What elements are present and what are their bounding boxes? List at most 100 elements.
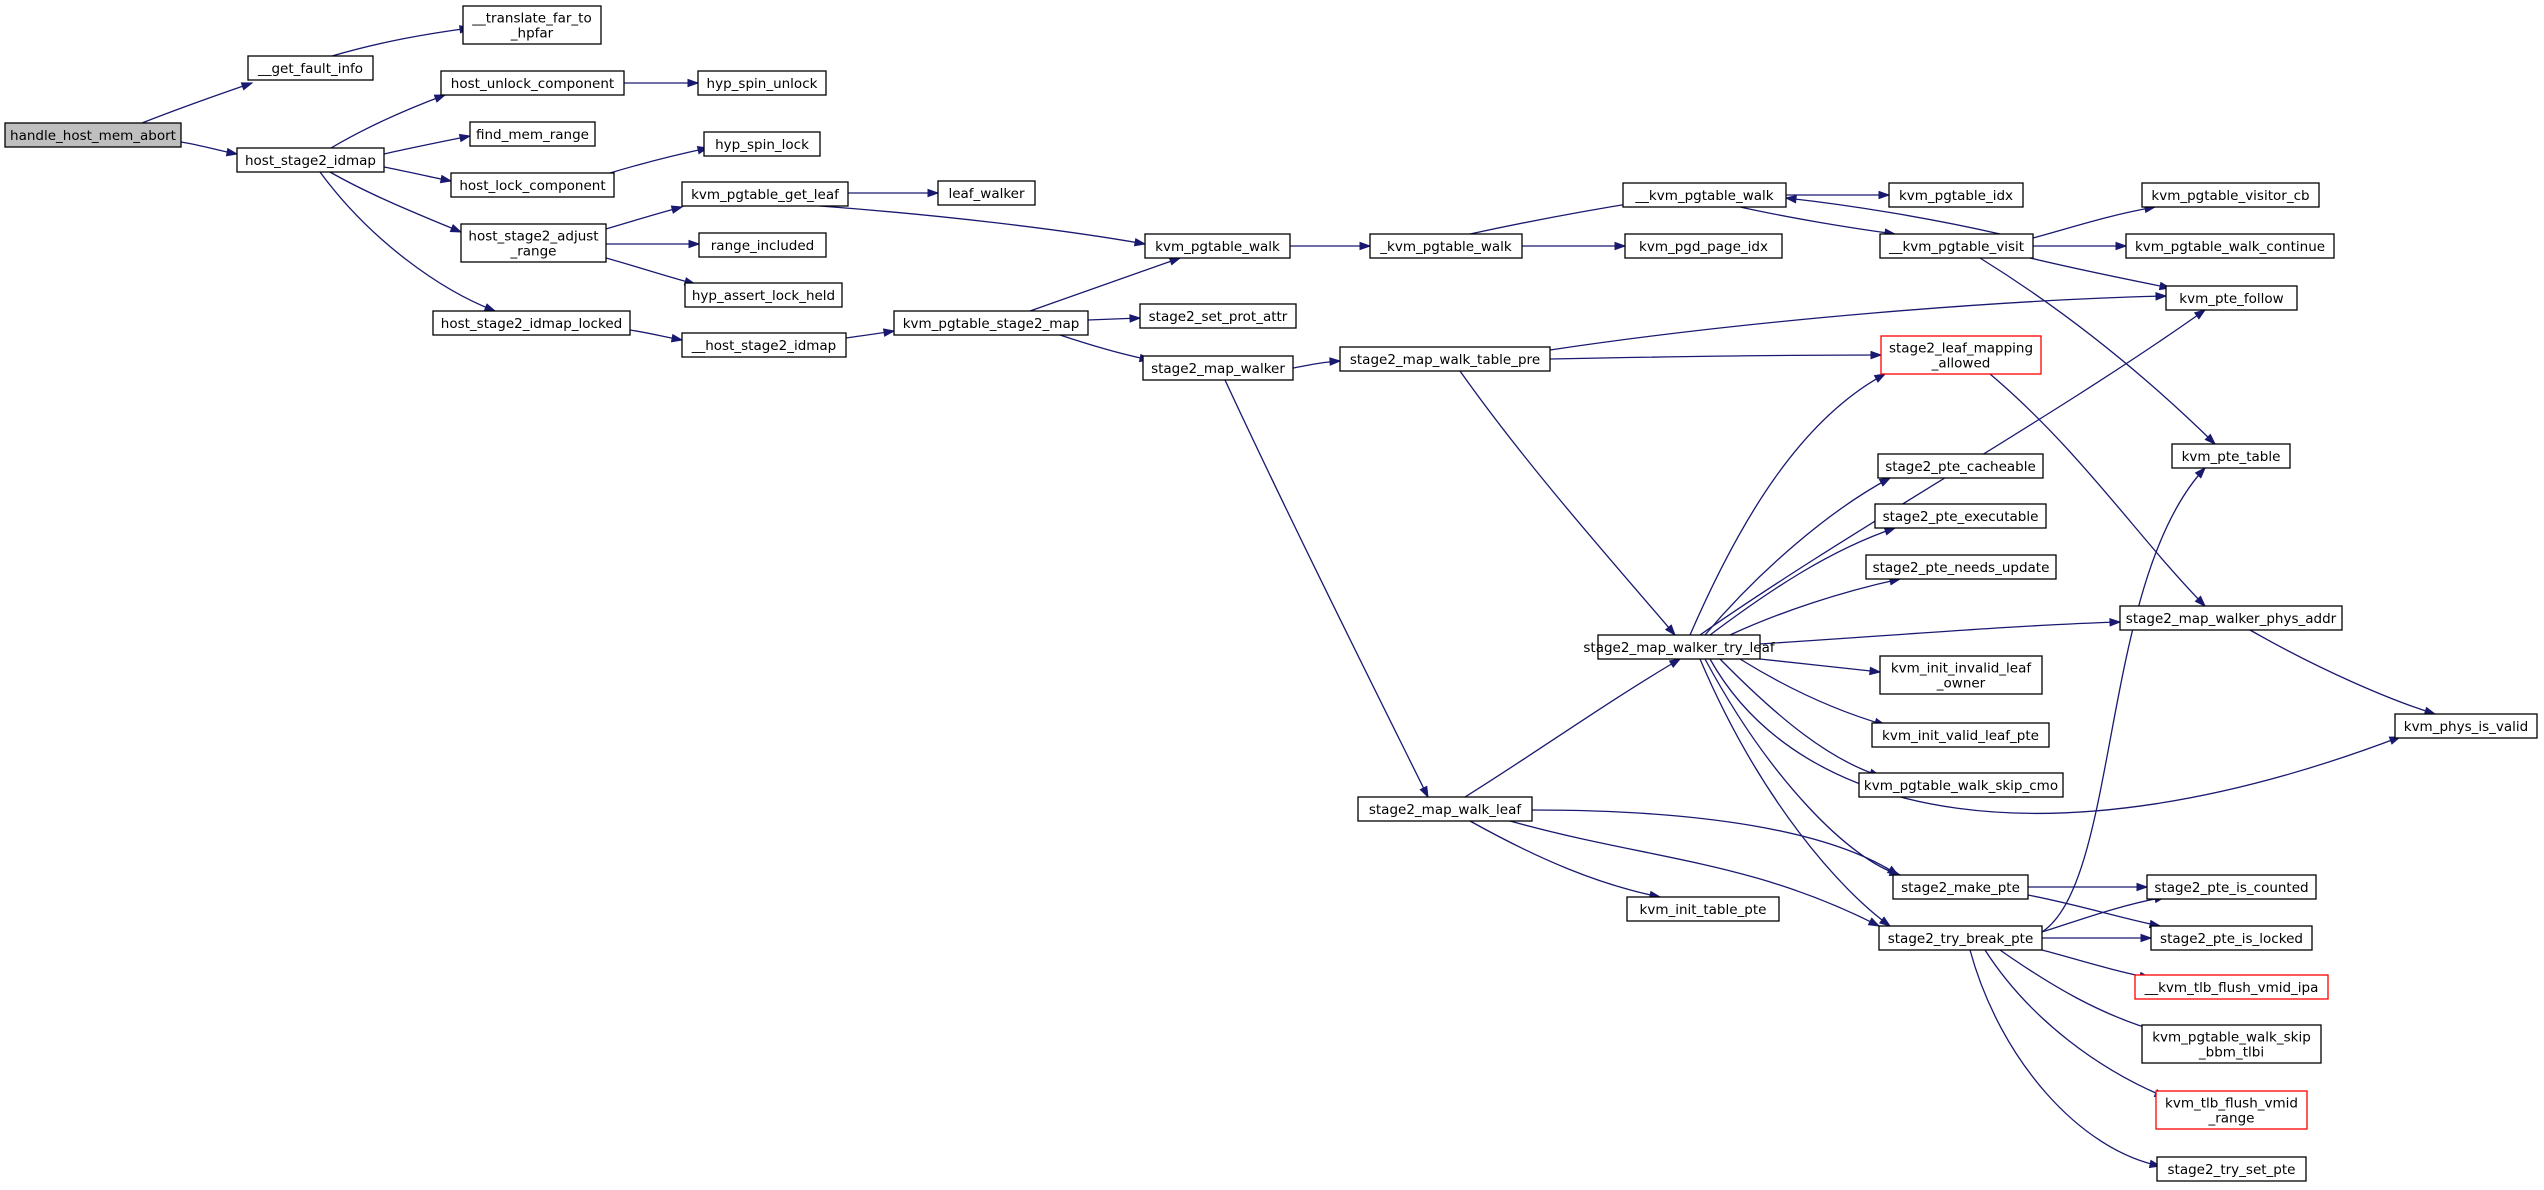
- node-box: [2155, 1090, 2308, 1130]
- edge-line: [1739, 206, 1896, 235]
- edge-line: [1759, 658, 1881, 673]
- call-edge-kvm_pgtable_stage2_map-to-stage2_set_prot_attr: [1087, 314, 1142, 323]
- edge-arrowhead: [1869, 666, 1882, 676]
- node-stage2-make-pte[interactable]: stage2_make_pte: [1892, 874, 2029, 900]
- call-edge-stage2_try_break_pte-to-kvm_tlb_flush_vmid_range: [1984, 949, 2167, 1098]
- node-label: find_mem_range: [476, 127, 589, 143]
- node-kvm-pgtable-get-leaf[interactable]: kvm_pgtable_get_leaf: [681, 181, 849, 207]
- node-host-stage2-idmap[interactable]: __host_stage2_idmap: [681, 332, 847, 358]
- node-host-stage2-adjust-range[interactable]: host_stage2_adjust_range: [460, 223, 607, 263]
- node-stage2-pte-is-locked[interactable]: stage2_pte_is_locked: [2150, 925, 2313, 951]
- node-hyp-spin-unlock[interactable]: hyp_spin_unlock: [697, 70, 827, 96]
- node-kvm-pgtable-visit[interactable]: __kvm_pgtable_visit: [1879, 233, 2034, 259]
- call-edge-_kvm_pgtable_walk-to-__kvm_pgtable_walk: [1469, 199, 1642, 235]
- node-box: [681, 181, 849, 207]
- node-box: [462, 5, 602, 45]
- call-edge-_kvm_pgtable_walk-to-kvm_pgd_page_idx: [1522, 241, 1627, 251]
- node-stage2-leaf-mapping-allowed[interactable]: stage2_leaf_mapping_allowed: [1880, 335, 2042, 375]
- node-host-unlock-component[interactable]: host_unlock_component: [440, 70, 625, 96]
- edge-arrowhead: [1614, 241, 1627, 251]
- node-box: [460, 223, 607, 263]
- call-edge-host_stage2_adjust_range-to-kvm_pgtable_get_leaf: [605, 205, 684, 230]
- node-kvm-pgtable-walk[interactable]: kvm_pgtable_walk: [1144, 233, 1291, 259]
- node-label: _hpfar: [510, 26, 554, 42]
- node-kvm-pte-table[interactable]: kvm_pte_table: [2171, 443, 2291, 469]
- node-stage2-try-set-pte[interactable]: stage2_try_set_pte: [2156, 1156, 2307, 1182]
- node-kvm-pgtable-walk-skip-cmo[interactable]: kvm_pgtable_walk_skip_cmo: [1858, 772, 2064, 798]
- node-stage2-map-walk-leaf[interactable]: stage2_map_walk_leaf: [1357, 796, 1533, 822]
- edge-arrowhead: [1359, 241, 1372, 251]
- edge-line: [2041, 949, 2151, 979]
- edge-line: [1549, 354, 1882, 360]
- node-host-stage2-idmap-locked[interactable]: host_stage2_idmap_locked: [432, 310, 631, 336]
- node-kvm-pgtable-walk[interactable]: _kvm_pgtable_walk: [1369, 233, 1523, 259]
- edge-line: [1224, 379, 1429, 798]
- node-hyp-spin-lock[interactable]: hyp_spin_lock: [703, 131, 821, 157]
- node-kvm-pgtable-visitor-cb[interactable]: kvm_pgtable_visitor_cb: [2141, 182, 2320, 208]
- node-stage2-pte-cacheable[interactable]: stage2_pte_cacheable: [1877, 453, 2044, 479]
- node-get-fault-info[interactable]: __get_fault_info: [247, 55, 374, 81]
- node-stage2-pte-executable[interactable]: stage2_pte_executable: [1874, 503, 2047, 529]
- node-stage2-pte-needs-update[interactable]: stage2_pte_needs_update: [1865, 554, 2057, 580]
- edge-arrowhead: [2155, 291, 2168, 301]
- node-kvm-pte-follow[interactable]: kvm_pte_follow: [2165, 285, 2298, 311]
- call-edge-stage2_try_break_pte-to-__kvm_tlb_flush_vmid_ipa: [2041, 949, 2152, 981]
- node-box: [1369, 233, 1523, 259]
- call-edge-stage2_map_walker_try_leaf-to-stage2_leaf_mapping_allowed: [1689, 373, 1887, 636]
- node-kvm-pgtable-walk[interactable]: __kvm_pgtable_walk: [1622, 182, 1787, 208]
- node-box: [2171, 443, 2291, 469]
- edge-arrowhead: [670, 333, 684, 343]
- node-leaf-walker[interactable]: leaf_walker: [937, 180, 1036, 206]
- call-edge-get_fault_info-to-translate_far: [331, 25, 472, 57]
- node-stage2-set-prot-attr[interactable]: stage2_set_prot_attr: [1139, 303, 1297, 329]
- node-label: stage2_pte_is_counted: [2154, 880, 2308, 896]
- node-kvm-tlb-flush-vmid-ipa[interactable]: __kvm_tlb_flush_vmid_ipa: [2134, 974, 2329, 1000]
- node-kvm-phys-is-valid[interactable]: kvm_phys_is_valid: [2394, 713, 2538, 739]
- node-stage2-map-walk-table-pre[interactable]: stage2_map_walk_table_pre: [1339, 346, 1551, 372]
- node-kvm-pgtable-idx[interactable]: kvm_pgtable_idx: [1888, 182, 2024, 208]
- call-edge-__kvm_pgtable_visit-to-kvm_pte_table: [1979, 257, 2217, 446]
- node-translate-far[interactable]: __translate_far_to_hpfar: [462, 5, 602, 45]
- node-kvm-init-invalid-leaf-owner[interactable]: kvm_init_invalid_leaf_owner: [1879, 655, 2043, 695]
- edge-line: [1739, 658, 1886, 726]
- node-kvm-init-table-pte[interactable]: kvm_init_table_pte: [1626, 896, 1780, 922]
- node-stage2-pte-is-counted[interactable]: stage2_pte_is_counted: [2146, 874, 2317, 900]
- node-kvm-pgd-page-idx[interactable]: kvm_pgd_page_idx: [1624, 233, 1783, 259]
- edge-line: [2041, 467, 2206, 933]
- node-handle-host-mem-abort[interactable]: handle_host_mem_abort: [4, 122, 182, 148]
- node-kvm-pgtable-stage2-map[interactable]: kvm_pgtable_stage2_map: [893, 310, 1089, 336]
- node-box: [1357, 796, 1533, 822]
- node-box: [703, 131, 821, 157]
- edge-line: [1759, 621, 2121, 645]
- edge-line: [1704, 477, 1891, 636]
- node-host-lock-component[interactable]: host_lock_component: [450, 172, 615, 198]
- node-hyp-assert-lock-held[interactable]: hyp_assert_lock_held: [684, 282, 843, 308]
- node-kvm-pgtable-walk-continue[interactable]: kvm_pgtable_walk_continue: [2125, 233, 2335, 259]
- call-edge-host_stage2_idmap-to-host_stage2_adjust_range: [329, 171, 463, 233]
- edge-line: [319, 171, 496, 312]
- node-range-included[interactable]: range_included: [698, 232, 827, 258]
- call-edge-stage2_map_walker_try_leaf-to-stage2_pte_executable: [1709, 527, 1897, 636]
- node-label: __kvm_pgtable_visit: [1888, 239, 2024, 255]
- node-kvm-tlb-flush-vmid-range[interactable]: kvm_tlb_flush_vmid_range: [2155, 1090, 2308, 1130]
- edge-arrowhead: [670, 205, 684, 214]
- node-kvm-pgtable-walk-skip-bbm-tlbi[interactable]: kvm_pgtable_walk_skip_bbm_tlbi: [2141, 1024, 2322, 1064]
- edge-line: [1469, 820, 1661, 898]
- edge-arrowhead: [1870, 350, 1883, 360]
- node-host-stage2-idmap[interactable]: host_stage2_idmap: [236, 147, 385, 173]
- node-stage2-map-walker-try-leaf[interactable]: stage2_map_walker_try_leaf: [1583, 634, 1776, 660]
- node-label: __translate_far_to: [471, 11, 591, 27]
- node-stage2-map-walker-phys-addr[interactable]: stage2_map_walker_phys_addr: [2119, 605, 2343, 631]
- edge-arrowhead: [483, 303, 497, 312]
- node-kvm-init-valid-leaf-pte[interactable]: kvm_init_valid_leaf_pte: [1871, 722, 2050, 748]
- node-label: stage2_map_walker_try_leaf: [1583, 640, 1775, 656]
- node-stage2-map-walker[interactable]: stage2_map_walker: [1142, 355, 1294, 381]
- node-stage2-try-break-pte[interactable]: stage2_try_break_pte: [1878, 925, 2043, 951]
- node-label: kvm_pte_table: [2182, 449, 2281, 465]
- node-find-mem-range[interactable]: find_mem_range: [469, 121, 596, 147]
- node-label: stage2_pte_executable: [1883, 509, 2039, 525]
- edge-line: [2029, 257, 2171, 289]
- edge-line: [1989, 373, 2206, 607]
- node-box: [1597, 634, 1761, 660]
